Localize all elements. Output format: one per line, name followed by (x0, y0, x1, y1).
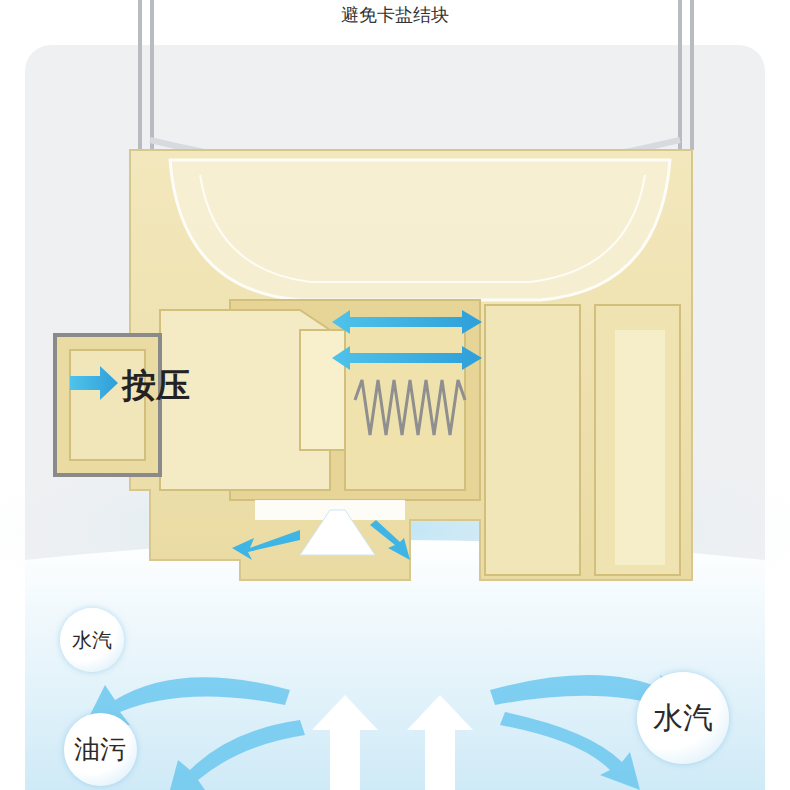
bubble-text-group: 油污 (74, 732, 126, 767)
title: 避免卡盐结块 (341, 3, 449, 27)
bubble-text-group: 水汽 (653, 698, 713, 739)
bubble-text: 水汽 (72, 627, 112, 654)
bubble-circle: 水汽 (60, 608, 124, 672)
bubble-text: 油污 (74, 732, 126, 767)
bubble-circle: 水汽 (637, 672, 729, 764)
bubble-circle: 油污 (64, 713, 137, 786)
callout-label: 按压 (122, 363, 190, 409)
bubble-text-group: 水汽 (72, 627, 112, 654)
bubble-text: 水汽 (653, 698, 713, 739)
